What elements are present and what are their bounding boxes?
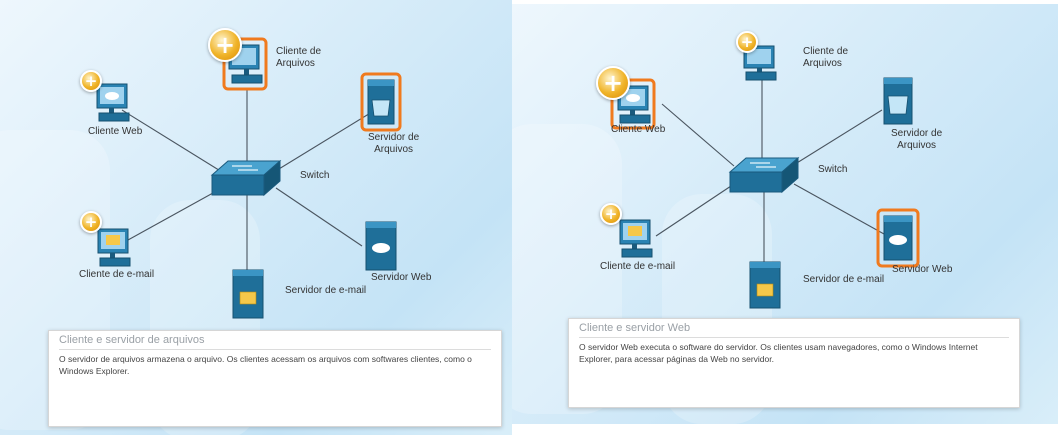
web-server-label: Servidor Web [371,272,432,283]
left-diagram-panel: + + + Cliente de Arquivos Cliente Web Se… [0,0,512,435]
plus-badge-icon[interactable]: + [208,28,242,62]
file-server-icon[interactable] [360,72,402,132]
email-server-icon[interactable] [749,261,781,309]
web-server-icon[interactable] [876,208,920,268]
right-diagram-panel: + + + Cliente de Arquivos Cliente Web Se… [512,4,1058,424]
info-body: O servidor Web executa o software do ser… [579,342,978,364]
link-web-server [793,183,885,235]
web-client-icon[interactable] [96,83,130,122]
email-client-label: Cliente de e-mail [600,261,676,272]
network-diagram [610,45,920,309]
email-client-icon[interactable] [97,228,131,267]
email-server-label: Servidor de e-mail [803,274,885,285]
link-email-client [655,183,735,237]
network-diagram [96,37,402,319]
link-file-server [791,109,883,167]
web-client-label: Cliente Web [611,124,666,135]
file-client-icon[interactable] [743,45,777,81]
file-server-label: Servidor de Arquivos [368,132,420,155]
info-title: Cliente e servidor de arquivos [59,334,205,346]
plus-badge-icon[interactable]: + [600,203,622,225]
file-client-label: Cliente de Arquivos [276,46,322,69]
switch-label: Switch [300,170,330,181]
switch-icon[interactable] [210,159,282,197]
email-server-label: Servidor de e-mail [285,285,367,296]
plus-badge-icon[interactable]: + [80,70,102,92]
info-panel: Cliente e servidor de arquivos O servido… [48,330,502,427]
link-email-client [127,187,223,241]
info-panel: Cliente e servidor Web O servidor Web ex… [568,318,1020,408]
switch-label: Switch [818,164,848,175]
link-web-client [661,103,735,167]
web-client-label: Cliente Web [88,126,143,137]
switch-icon[interactable] [728,156,800,194]
info-title: Cliente e servidor Web [579,322,691,334]
plus-badge-icon[interactable]: + [596,66,630,100]
plus-badge-icon[interactable]: + [80,211,102,233]
file-server-label: Servidor de Arquivos [891,128,943,151]
divider [579,337,1009,338]
plus-badge-icon[interactable]: + [736,31,758,53]
email-server-icon[interactable] [232,269,264,319]
email-client-icon[interactable] [619,219,653,258]
web-client-icon[interactable] [610,78,656,130]
link-file-server [273,111,373,173]
link-web-client [121,109,223,173]
link-web-server [275,187,363,247]
divider [59,349,491,350]
web-server-label: Servidor Web [892,264,953,275]
file-client-label: Cliente de Arquivos [803,46,849,69]
web-server-icon[interactable] [365,221,397,271]
info-body: O servidor de arquivos armazena o arquiv… [59,354,472,376]
file-server-icon[interactable] [883,77,913,125]
email-client-label: Cliente de e-mail [79,269,155,280]
